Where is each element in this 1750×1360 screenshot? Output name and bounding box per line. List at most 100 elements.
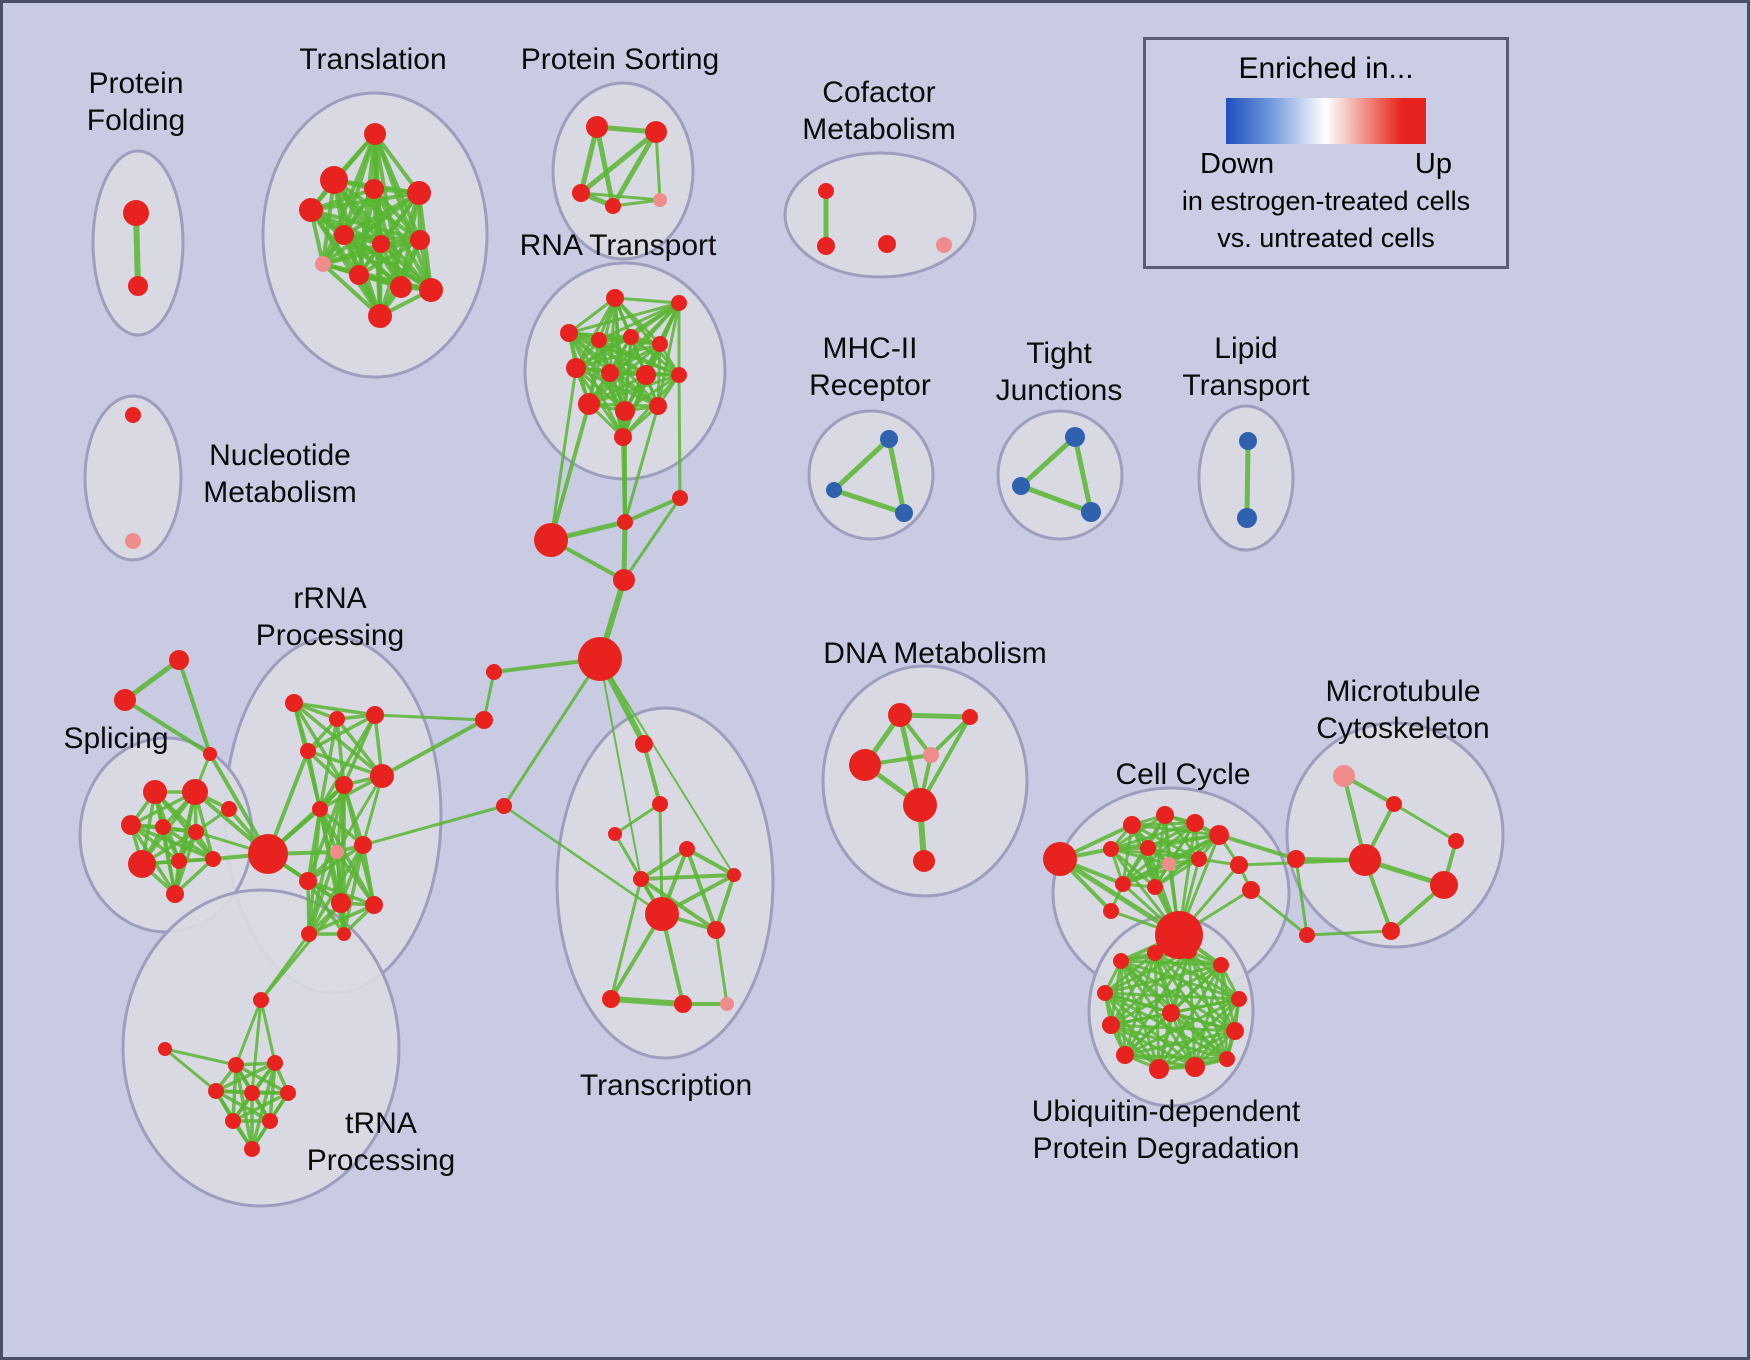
edge (306, 843, 365, 883)
node-ub5 (1097, 985, 1113, 1001)
edge (831, 487, 907, 516)
node-rr10 (354, 836, 372, 854)
node-rt4 (591, 332, 607, 348)
edge (307, 807, 322, 936)
cluster-ellipse-nucleotide-metabolism (83, 394, 183, 562)
edge (335, 774, 384, 854)
node-tn4 (267, 1055, 283, 1071)
edge (177, 658, 212, 756)
node-sp6 (121, 815, 141, 835)
node-tr4 (364, 179, 384, 199)
node-cc8 (1162, 857, 1176, 871)
edge (1121, 857, 1201, 886)
node-tc6 (727, 868, 741, 882)
edge (321, 238, 422, 266)
node-rr1 (285, 694, 303, 712)
node-dm4 (923, 747, 939, 763)
edge (318, 717, 339, 811)
node-lt2 (1237, 508, 1257, 528)
node-cc2 (1123, 816, 1141, 834)
node-tr12 (419, 278, 443, 302)
node-cc7 (1140, 840, 1156, 856)
edge (1109, 1011, 1173, 1027)
node-ub10 (1149, 1059, 1169, 1079)
node-cf4 (936, 237, 952, 253)
node-tn7 (280, 1085, 296, 1101)
node-cf3 (878, 235, 896, 253)
node-tr7 (372, 235, 390, 253)
node-sp5 (182, 779, 208, 805)
node-tc10 (674, 995, 692, 1013)
node-mt5 (1430, 871, 1458, 899)
edge (621, 435, 627, 524)
edge (250, 998, 263, 1095)
edge (1103, 991, 1241, 1001)
node-cc11 (1115, 876, 1131, 892)
node-sp2 (114, 689, 136, 711)
node-sp1 (169, 650, 189, 670)
edge (677, 373, 682, 500)
edge (609, 877, 643, 1001)
node-ub7 (1102, 1016, 1120, 1034)
edge (1072, 434, 1094, 515)
node-ub6 (1231, 991, 1247, 1007)
node-ub12 (1219, 1051, 1235, 1067)
node-ub2 (1147, 945, 1163, 961)
node-cc15 (1103, 903, 1119, 919)
edge (321, 191, 421, 266)
cluster-ellipse-mhc-ii-receptor (807, 409, 935, 541)
edge (163, 1047, 238, 1067)
node-tr13 (368, 304, 392, 328)
node-ub8 (1226, 1022, 1244, 1040)
node-mt8 (1448, 833, 1464, 849)
edge (1103, 991, 1197, 1069)
edge (342, 233, 403, 289)
legend-up-label: Up (1414, 148, 1452, 180)
edge (1103, 991, 1173, 1015)
edge (306, 749, 384, 778)
edge (1109, 1023, 1237, 1033)
legend-title: Enriched in... (1238, 52, 1414, 85)
node-cf2 (817, 237, 835, 255)
node-sp4 (143, 780, 167, 804)
edge (1153, 857, 1201, 889)
node-ps4 (605, 198, 621, 214)
edge (1153, 951, 1173, 1015)
legend-gradient-bar (1226, 98, 1426, 144)
node-tr2 (320, 166, 348, 194)
edge (361, 843, 376, 907)
edge (1123, 1029, 1237, 1057)
edge (318, 713, 377, 811)
node-rr6 (335, 776, 353, 794)
edge (1163, 813, 1201, 861)
node-lt1 (1239, 432, 1257, 450)
node-rr7 (248, 834, 288, 874)
node-tc5 (633, 871, 649, 887)
edge (587, 373, 681, 406)
node-mt7 (1299, 927, 1315, 943)
node-rt13 (649, 397, 667, 415)
node-ps2 (645, 121, 667, 143)
node-h7 (475, 711, 493, 729)
node-mh2 (826, 482, 842, 498)
edge (335, 717, 346, 787)
legend-axis-labels: Down Up (1200, 148, 1452, 181)
edge (380, 718, 486, 778)
edge (361, 804, 506, 847)
edge (309, 208, 382, 318)
edge (1123, 1011, 1173, 1057)
edge (599, 658, 642, 880)
node-sp3 (203, 747, 217, 761)
node-rt12 (615, 401, 635, 421)
cluster-ellipse-trna-processing (121, 888, 401, 1208)
edge (613, 296, 681, 305)
edge (623, 404, 660, 524)
edge (1123, 1053, 1229, 1061)
cluster-label-translation: Translation (299, 43, 446, 76)
node-rt6 (652, 336, 668, 352)
